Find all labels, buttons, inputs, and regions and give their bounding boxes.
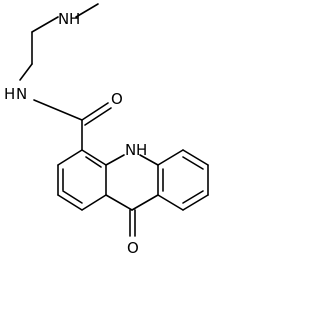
amide-h-label: H: [4, 85, 15, 103]
bond-right-ring-5: [157, 194, 184, 211]
bond-right-ring-inner-2: [182, 190, 204, 204]
amine-h-label: H: [69, 10, 80, 28]
bond-right-ring-2: [182, 149, 209, 166]
structure-canvas: N H N H O N H O: [4, 3, 209, 257]
bond-middle-ring-4: [131, 194, 159, 211]
bond-right-ring-inner-1: [182, 156, 204, 170]
bond-left-ring-4: [57, 194, 83, 211]
bond-right-ring-1: [157, 149, 184, 166]
bond-left-ring-1: [81, 149, 107, 166]
molecule-drawing: N H N H O N H O: [4, 3, 209, 257]
carbonyl-o-label: O: [111, 90, 123, 108]
amine-n-label: N: [58, 10, 69, 28]
ring-h-label: H: [136, 141, 147, 159]
bond-left-ring-inner-2: [62, 190, 83, 204]
bond-methyl-n: [75, 3, 99, 18]
bond-middle-ring-2: [139, 154, 159, 166]
ketone-o-label: O: [127, 239, 139, 257]
bond-n-ch2: [31, 16, 59, 33]
bond-layer: [19, 3, 209, 237]
bond-left-ring-3: [81, 194, 107, 211]
bond-carbonyl-o-1: [81, 102, 109, 121]
ring-n-label: N: [125, 141, 136, 159]
bond-right-ring-4: [182, 194, 209, 211]
bond-middle-ring-5: [105, 194, 133, 211]
atom-label-layer: N H N H O N H O: [4, 10, 147, 257]
bond-left-ring-inner-1: [85, 156, 102, 168]
bond-nh-carbonyl: [33, 99, 83, 121]
bond-ch2-nh: [19, 63, 33, 81]
bond-left-ring-6: [57, 149, 83, 166]
bond-middle-ring-1: [105, 154, 125, 166]
amide-n-label: N: [16, 85, 27, 103]
bond-carbonyl-o-2: [84, 107, 112, 126]
